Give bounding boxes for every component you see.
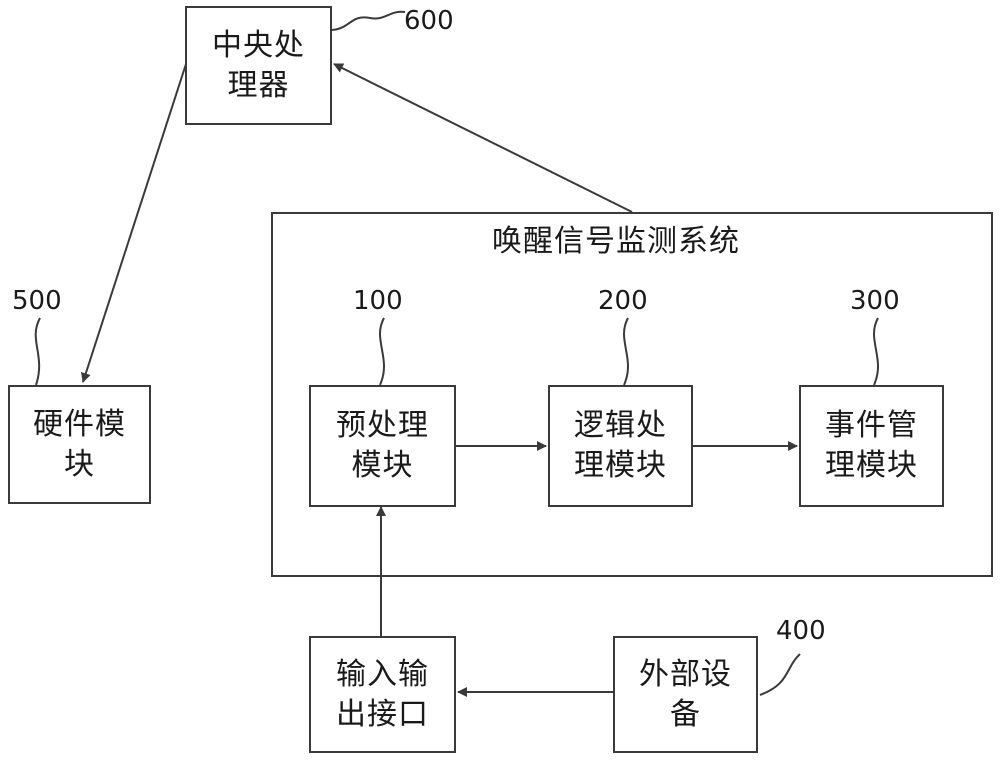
external-device-label-line1: 外部设 (639, 656, 732, 692)
external-device-label-line2: 备 (670, 696, 701, 732)
system-title: 唤醒信号监测系统 (492, 224, 740, 259)
logic-module-box: 逻辑处 理模块 (548, 385, 693, 507)
central-processor-label-line2: 理器 (227, 67, 290, 103)
logic-module-label-line1: 逻辑处 (574, 408, 667, 443)
leader-400 (759, 653, 801, 696)
external-device-box: 外部设 备 (613, 636, 758, 753)
leader-100 (379, 317, 385, 386)
event-module-label-line2: 理模块 (825, 448, 918, 483)
ref-300: 300 (850, 286, 900, 316)
preprocess-module-label-line1: 预处理 (336, 408, 429, 443)
event-module-label-line1: 事件管 (825, 408, 918, 443)
io-interface-label-line2: 出接口 (336, 696, 429, 732)
leader-200 (623, 317, 629, 386)
ref-400: 400 (776, 616, 826, 646)
wakeup-monitor-system-frame (271, 212, 993, 577)
logic-module-label-line2: 理模块 (574, 448, 667, 483)
hardware-module-label-line2: 块 (64, 446, 95, 482)
central-processor-box: 中央处 理器 (185, 6, 332, 125)
ref-200: 200 (598, 286, 648, 316)
preprocess-module-box: 预处理 模块 (309, 385, 456, 507)
preprocess-module-label-line2: 模块 (351, 448, 414, 483)
io-interface-box: 输入输 出接口 (309, 636, 456, 753)
hardware-module-box: 硬件模 块 (8, 385, 151, 504)
event-module-box: 事件管 理模块 (799, 385, 944, 507)
leader-500 (34, 317, 41, 386)
ref-600: 600 (404, 6, 454, 36)
ref-100: 100 (353, 286, 403, 316)
io-interface-label-line1: 输入输 (336, 656, 429, 692)
arrow-processor-to-hardware (81, 63, 187, 383)
hardware-module-label-line1: 硬件模 (33, 406, 126, 442)
arrow-system-to-processor (333, 63, 633, 213)
leader-300 (873, 317, 879, 386)
ref-500: 500 (12, 286, 62, 316)
central-processor-label-line1: 中央处 (212, 27, 305, 63)
leader-600 (329, 10, 406, 31)
